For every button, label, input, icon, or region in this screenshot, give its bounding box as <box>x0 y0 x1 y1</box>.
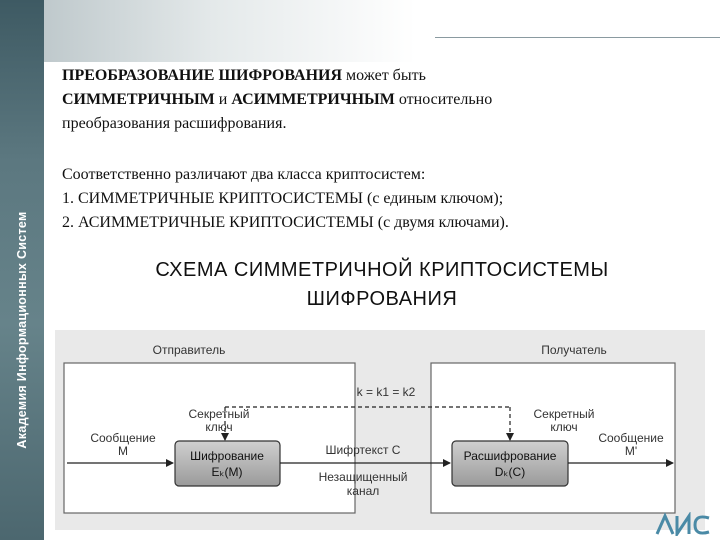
sidebar-org-name: Академия Информационных Систем <box>15 211 29 449</box>
sidebar-band: Академия Информационных Систем <box>0 0 44 540</box>
intro-line-2: СИММЕТРИЧНЫМ и АСИММЕТРИЧНЫМ относительн… <box>62 88 492 112</box>
channel-label-1: Незащищенный <box>319 470 408 484</box>
secret-key-left-label-2: ключ <box>205 420 232 434</box>
ciphertext-label: Шифртекст С <box>326 443 401 457</box>
receiver-label: Получатель <box>541 343 607 357</box>
message-right-label-2: M' <box>625 444 637 458</box>
class-symmetric-note: (с единым ключом); <box>362 190 504 207</box>
class-symmetric: 1. СИММЕТРИЧНЫЕ КРИПТОСИСТЕМЫ <box>62 190 363 207</box>
sender-label: Отправитель <box>153 343 226 357</box>
ais-logo <box>655 512 710 536</box>
encrypt-box-label-2: Eₖ(M) <box>211 465 242 479</box>
decrypt-box-label-2: Dₖ(C) <box>495 465 525 479</box>
term-asymmetric: АСИММЕТРИЧНЫМ <box>231 91 395 108</box>
encrypt-box-label-1: Шифрование <box>190 449 264 463</box>
message-left-label-1: Сообщение <box>90 431 156 445</box>
classes-line-2: 1. СИММЕТРИЧНЫЕ КРИПТОСИСТЕМЫ (с единым … <box>62 187 509 211</box>
classes-line-3: 2. АСИММЕТРИЧНЫЕ КРИПТОСИСТЕМЫ (с двумя … <box>62 211 509 235</box>
message-right-label-1: Сообщение <box>598 431 664 445</box>
term-symmetric: СИММЕТРИЧНЫМ <box>62 91 215 108</box>
key-relation-label: k = k1 = k2 <box>357 385 416 399</box>
channel-label-2: канал <box>347 484 380 498</box>
classes-line-1: Соответственно различают два класса крип… <box>62 166 426 183</box>
intro-text: может быть <box>342 67 426 84</box>
message-left-label-2: M <box>118 444 128 458</box>
class-asymmetric: 2. АСИММЕТРИЧНЫЕ КРИПТОСИСТЕМЫ <box>62 214 374 231</box>
intro-line-3: преобразования расшифрования. <box>62 115 287 132</box>
scheme-title-line-1: СХЕМА СИММЕТРИЧНОЙ КРИПТОСИСТЕМЫ <box>155 259 609 281</box>
class-asymmetric-note: (с двумя ключами). <box>373 214 509 231</box>
classes-paragraph: Соответственно различают два класса крип… <box>62 163 509 235</box>
header-decoration <box>44 0 720 62</box>
intro-text: относительно <box>394 91 493 108</box>
decrypt-box-label-1: Расшифрование <box>464 449 557 463</box>
symmetric-crypto-diagram: Отправитель Получатель k = k1 = k2 Секре… <box>55 330 705 530</box>
scheme-title-line-2: ШИФРОВАНИЯ <box>306 288 458 310</box>
secret-key-right-label-1: Секретный <box>534 407 595 421</box>
receiver-region <box>430 362 676 514</box>
encrypt-box <box>174 440 281 487</box>
intro-text: и <box>214 91 232 108</box>
term-encryption-transform: ПРЕОБРАЗОВАНИЕ ШИФРОВАНИЯ <box>62 67 343 84</box>
header-divider <box>435 37 720 38</box>
decrypt-box <box>451 440 569 487</box>
secret-key-right-label-2: ключ <box>550 420 577 434</box>
intro-paragraph: ПРЕОБРАЗОВАНИЕ ШИФРОВАНИЯ может быть СИМ… <box>62 64 492 136</box>
secret-key-left-label-1: Секретный <box>189 407 250 421</box>
intro-line-1: ПРЕОБРАЗОВАНИЕ ШИФРОВАНИЯ может быть <box>62 64 492 88</box>
sender-region <box>63 362 356 514</box>
